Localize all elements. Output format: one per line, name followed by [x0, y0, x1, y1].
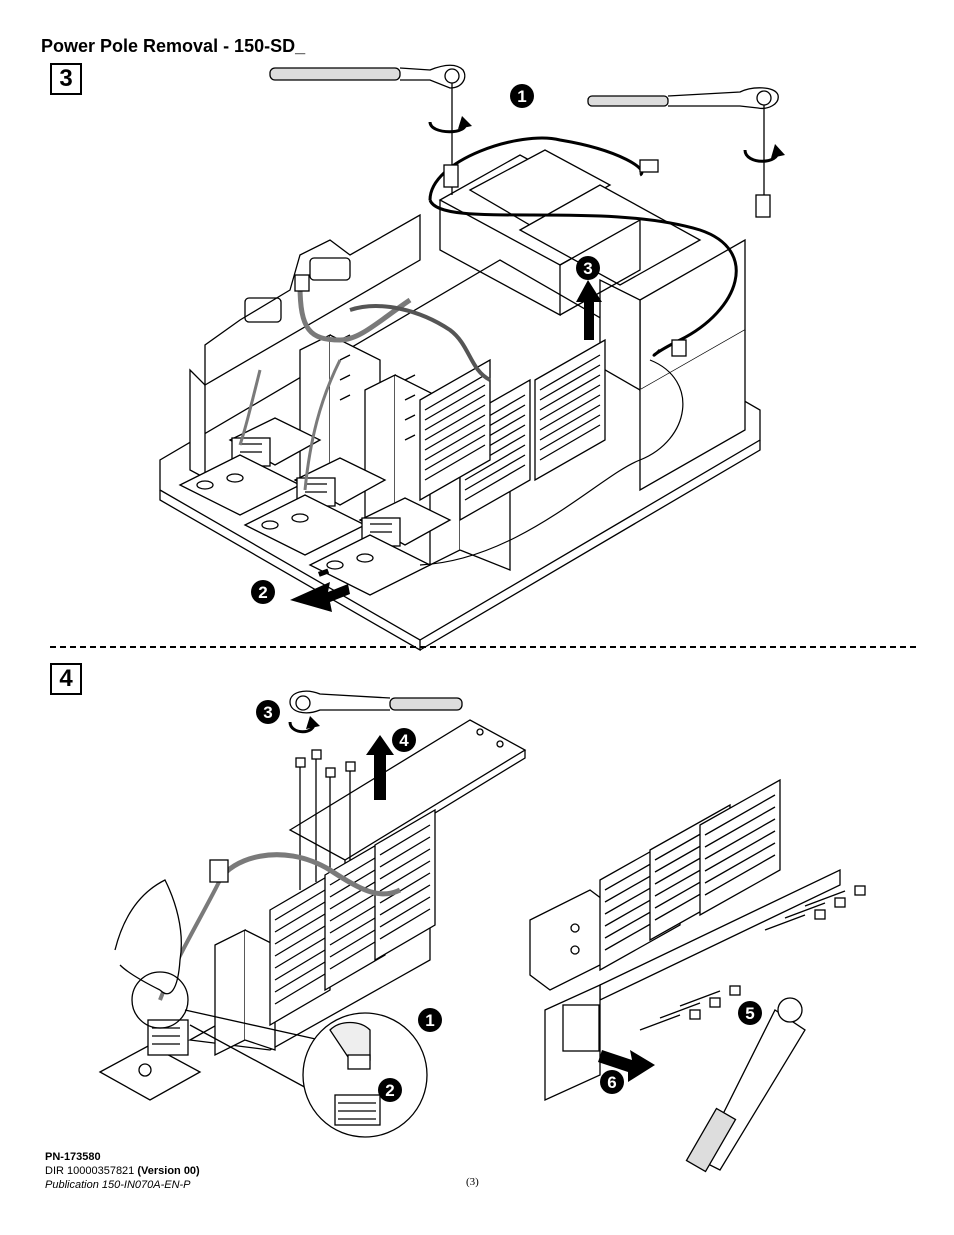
- ratchet-wrench-icon: [289, 690, 463, 714]
- svg-text:3: 3: [583, 259, 592, 278]
- hand-icon: [114, 879, 182, 995]
- document-footer: PN-173580 DIR 10000357821 (Version 00) P…: [45, 1150, 200, 1192]
- callout-5: 5: [738, 1001, 762, 1025]
- svg-text:5: 5: [745, 1004, 754, 1023]
- step-3-box: 3: [50, 63, 82, 95]
- svg-text:3: 3: [263, 703, 272, 722]
- callout-3: 3: [576, 256, 600, 280]
- removal-arrow-icon: [598, 1050, 655, 1082]
- svg-text:4: 4: [399, 731, 409, 750]
- callout-1: 1: [418, 1008, 442, 1032]
- page-title: Power Pole Removal - 150-SD_: [41, 36, 306, 56]
- svg-text:2: 2: [258, 583, 267, 602]
- part-number: PN-173580: [45, 1151, 101, 1163]
- callout-1: 1: [510, 84, 534, 108]
- removal-arrow-icon: [366, 735, 394, 800]
- svg-text:2: 2: [385, 1081, 394, 1100]
- page-number: (3): [466, 1176, 479, 1188]
- svg-text:6: 6: [607, 1073, 616, 1092]
- step-4-box: 4: [50, 663, 82, 695]
- ratchet-wrench-icon: [269, 64, 466, 195]
- dir-line: DIR 10000357821 (Version 00): [45, 1164, 200, 1178]
- removal-arrow-icon: [576, 280, 602, 340]
- svg-text:1: 1: [517, 87, 526, 106]
- callout-2: 2: [378, 1078, 402, 1102]
- section-divider: [50, 646, 916, 648]
- version-label: (Version 00): [137, 1165, 200, 1177]
- dir-number: DIR 10000357821: [45, 1165, 135, 1177]
- removal-arrow-icon: [290, 568, 350, 612]
- ratchet-wrench-icon: [587, 87, 779, 218]
- callout-4: 4: [392, 728, 416, 752]
- svg-text:1: 1: [425, 1011, 434, 1030]
- callout-3: 3: [256, 700, 280, 724]
- callout-6: 6: [600, 1070, 624, 1094]
- publication-number: Publication 150-IN070A-EN-P: [45, 1179, 191, 1191]
- callout-2: 2: [251, 580, 275, 604]
